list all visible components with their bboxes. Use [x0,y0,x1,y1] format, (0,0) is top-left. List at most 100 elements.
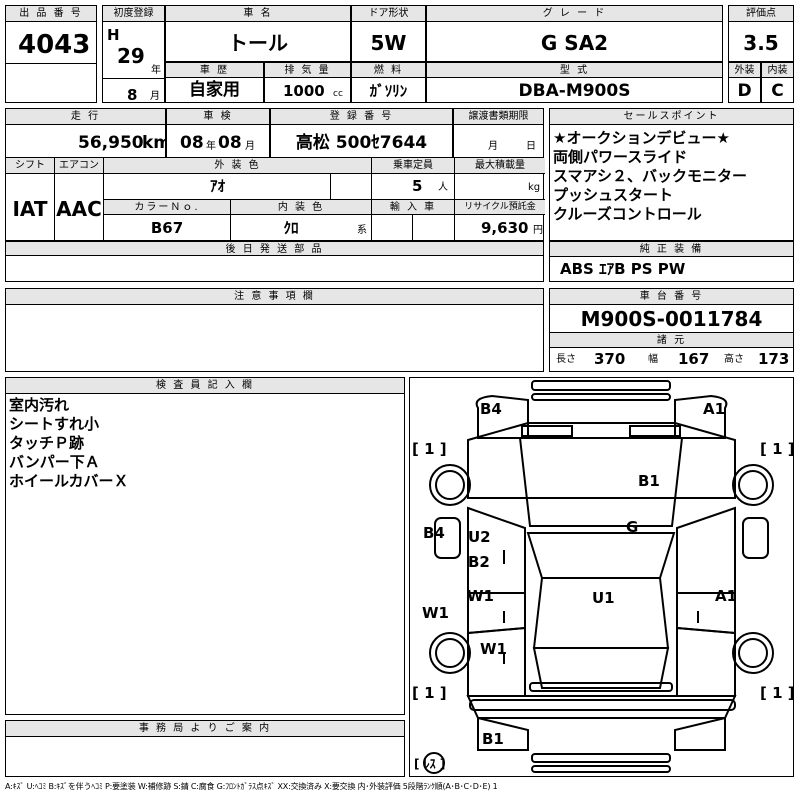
int-color-label: 内 装 色 [231,200,371,215]
grade-label: グ レ ー ド [427,6,722,22]
height-label: 高さ [724,354,744,365]
inspection-label: 車 検 [167,109,269,125]
inspector-line-2: シートすれ小 [9,415,100,433]
recycle-label: リサイクル預託金 [455,200,545,215]
point-u2-door: U2 [468,528,491,546]
equipment-label: 純 正 装 備 [550,242,793,257]
sales-point-1: ★オークションデビュー★ [553,129,730,147]
mileage-unit: km [142,133,172,153]
height-value: 173 [758,350,790,368]
displacement-label: 排 気 量 [265,63,350,78]
notes-label: 注 意 事 項 欄 [6,289,543,305]
capacity-unit: 人 [438,182,448,193]
transfer-day-unit: 日 [526,141,536,152]
first-reg-year: 29 [117,44,145,68]
car-diagram: B4 A1 [ 1 ] [ 1 ] B1 G B4 U2 B2 W1 U1 A1… [409,377,795,777]
capacity-label: 乗車定員 [372,158,454,174]
history-value: 自家用 [189,80,240,100]
mileage-value: 56,950 [78,133,144,153]
car-name-box: 車 名 トール [165,5,351,62]
point-u1-roof: U1 [592,589,615,607]
max-load-unit: kg [528,182,541,193]
inspector-line-5: ホイールカバーＸ [9,472,129,490]
history-label: 車 歴 [166,63,263,78]
score-value: 3.5 [743,31,779,55]
aircon-value: AAC [56,197,102,221]
office-label: 事 務 局 よ り ご 案 内 [6,721,404,737]
door-value: 5W [370,31,407,55]
recycle-value: 9,630 [481,219,529,237]
capacity-value: 5 [412,177,423,195]
history-box: 車 歴 自家用 [165,62,264,103]
fuel-value: ｶﾞｿﾘﾝ [369,82,408,100]
point-b1-rear: B1 [482,730,504,748]
later-parts-label: 後 日 発 送 部 品 [6,241,543,256]
color-no-label: カラーＮｏ. [104,200,230,215]
point-a1-right: A1 [715,587,738,605]
lot-value: 4043 [18,30,91,60]
car-name-label: 車 名 [166,6,350,22]
car-name-value: トール [228,31,288,55]
ext-color-label: 外 装 色 [104,158,371,174]
exterior-grade-label: 外装 [729,63,760,78]
inspection-month: 08 [218,133,242,153]
plate-value: 高松 500ｾ7644 [295,133,428,153]
inspection-box: 車 検 08 年 08 月 [166,108,270,158]
point-tire-rl: [ 1 ] [412,684,447,702]
equipment-value: ABS ｴｱB PS PW [560,260,686,278]
sales-points-box: セールスポイント ★オークションデビュー★ 両側パワースライド スマアシ２、バッ… [549,108,794,241]
sales-point-3: スマアシ２、バックモニター [553,167,747,185]
aircon-label: エアコン [55,158,103,174]
lot-label: 出 品 番 号 [6,6,96,22]
transfer-month-unit: 月 [488,141,498,152]
sales-point-2: 両側パワースライド [553,148,688,166]
interior-grade-box: 内装 C [761,62,794,103]
chassis-label: 車 台 番 号 [550,289,793,305]
inspector-line-1: 室内汚れ [9,396,70,414]
specs-grid: シフト エアコン 外 装 色 乗車定員 最大積載量 IAT AAC ｱｵ 5 人… [5,158,545,241]
chassis-value: M900S-0011784 [580,307,763,331]
fuel-box: 燃 料 ｶﾞｿﾘﾝ [351,62,426,103]
car-outline [423,380,774,774]
point-tire-fl: [ 1 ] [412,440,447,458]
length-value: 370 [594,350,626,368]
int-color-unit: 系 [357,225,367,236]
inspection-year: 08 [180,133,204,153]
legend-text: A:ｷｽﾞ U:ﾍｺﾐ B:ｷｽﾞを伴うﾍｺﾐ P:要塗装 W:補修跡 S:錆 … [5,782,498,791]
inspector-line-3: タッチＰ跡 [9,434,85,452]
displacement-box: 排 気 量 1000 cc [264,62,351,103]
inspection-month-unit: 月 [245,141,255,152]
transfer-label: 譲渡書類期限 [454,109,543,125]
exterior-grade-value: D [737,81,752,101]
point-b2-door: B2 [468,553,490,571]
mileage-box: 走 行 56,950 km [5,108,171,158]
plate-box: 登 録 番 号 高松 500ｾ7644 [270,108,453,158]
grade-box: グ レ ー ド G SA2 [426,5,723,62]
shift-label: シフト [6,158,54,174]
sales-point-4: プッシュスタート [553,186,674,204]
mileage-label: 走 行 [6,109,165,125]
model-code-value: DBA-M900S [518,81,631,101]
office-box: 事 務 局 よ り ご 案 内 [5,720,405,777]
width-label: 幅 [648,354,658,365]
point-a1-top: A1 [703,400,726,418]
sales-points-label: セールスポイント [550,109,793,125]
recycle-unit: 円 [533,225,543,236]
sales-point-5: クルーズコントロール [553,205,702,223]
first-reg-era: H [107,26,120,44]
displacement-unit: cc [333,89,343,99]
ext-color-value: ｱｵ [209,177,225,195]
length-label: 長さ [556,354,576,365]
color-no-value: B67 [150,219,184,237]
chassis-box: 車 台 番 号 M900S-0011784 諸 元 長さ 370 幅 167 高… [549,288,794,372]
specs-label: 諸 元 [550,333,793,348]
point-g-glass: G [626,518,639,536]
transfer-box: 譲渡書類期限 月 日 [453,108,544,158]
later-parts-box: 後 日 発 送 部 品 [5,241,544,282]
door-box: ドア形状 5W [351,5,426,62]
first-reg-month: 8 [127,86,138,104]
interior-grade-label: 内装 [762,63,793,78]
notes-box: 注 意 事 項 欄 [5,288,544,372]
point-b4-top: B4 [480,400,502,418]
point-w1-rear: W1 [480,640,507,658]
